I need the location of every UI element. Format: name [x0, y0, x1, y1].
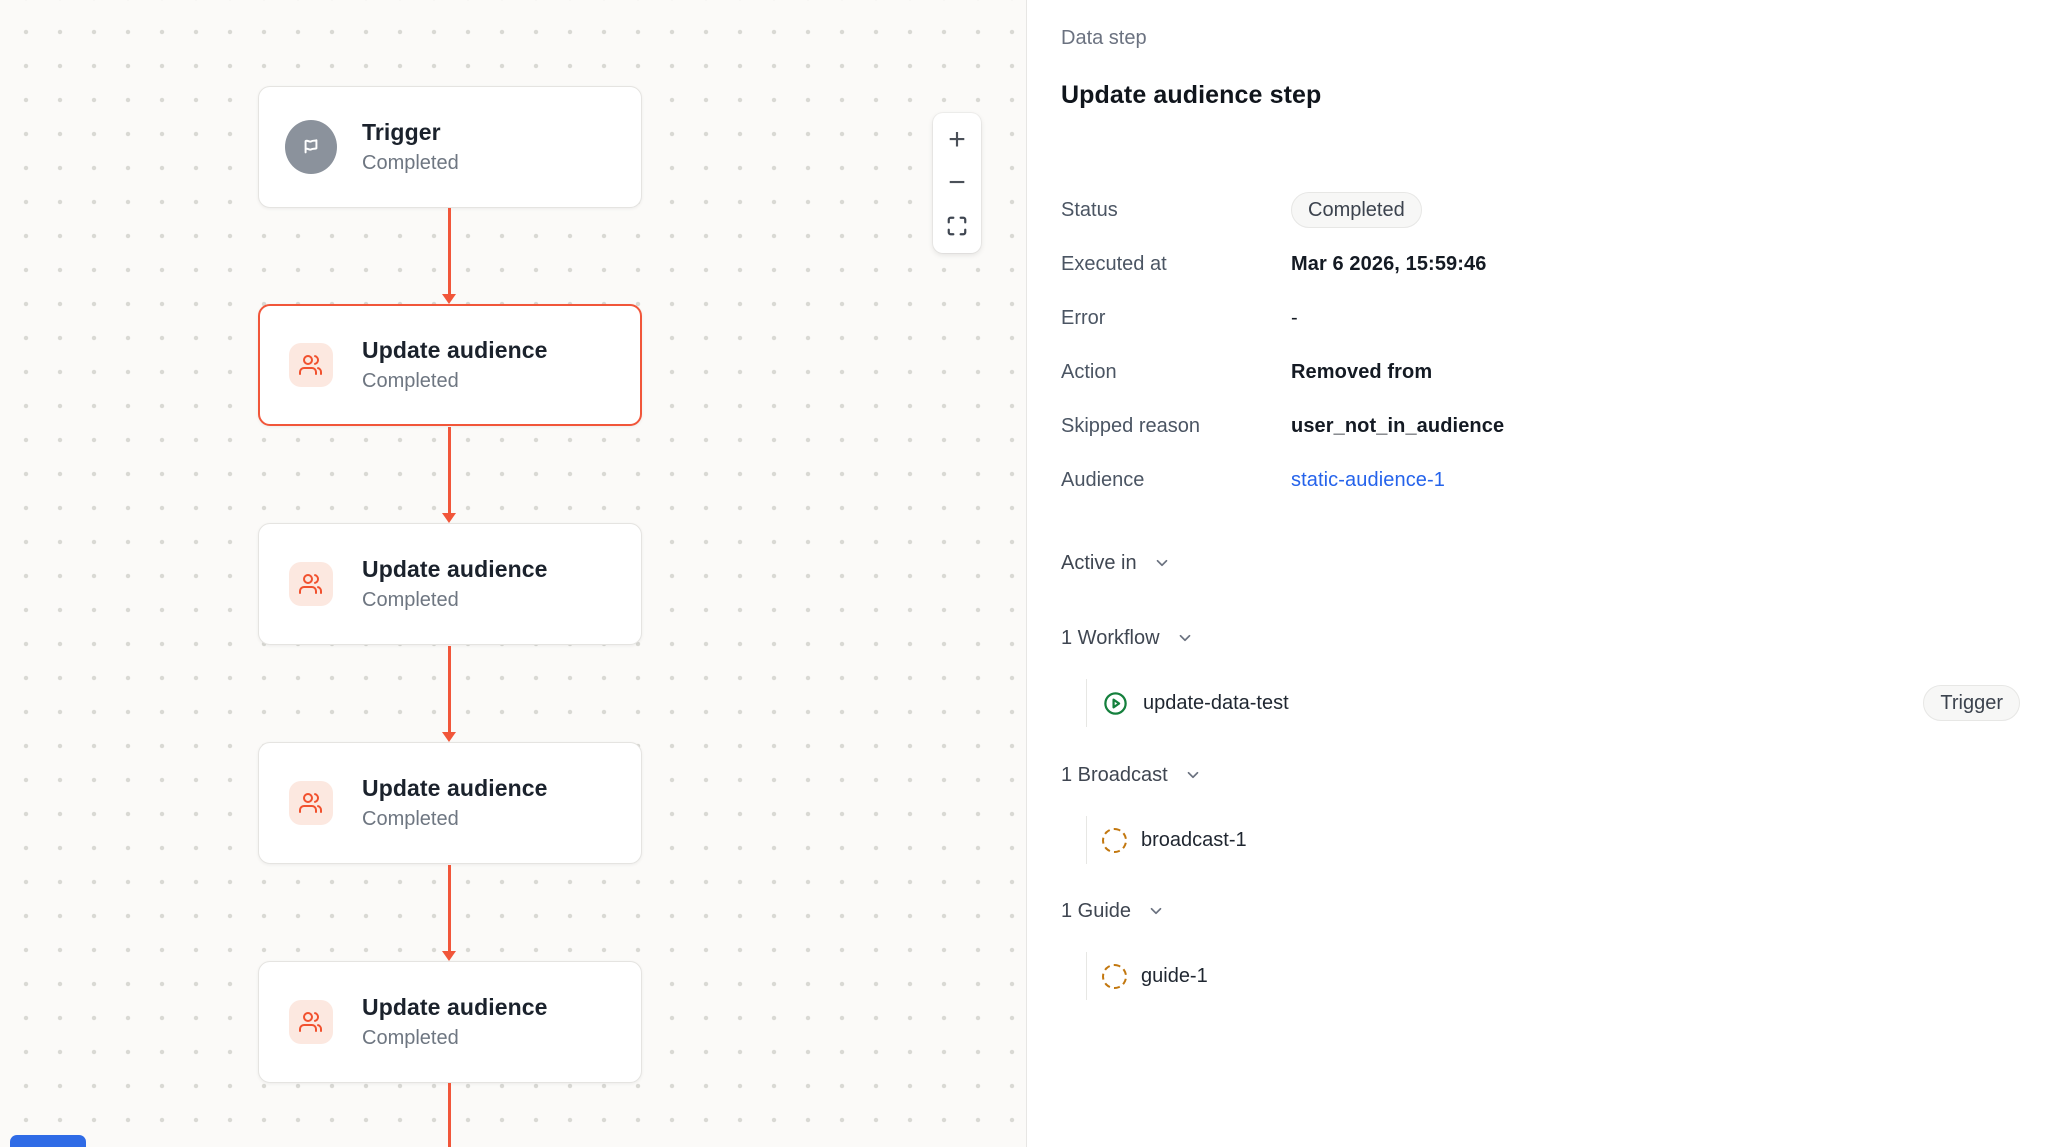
users-icon	[289, 1000, 333, 1044]
field-row-error: Error -	[1061, 300, 2020, 336]
broadcast-group-toggle[interactable]: 1 Broadcast	[1061, 760, 2020, 790]
workflow-group: 1 Workflow update-data-test Trigger	[1061, 623, 2020, 727]
flow-arrow	[442, 646, 456, 742]
audience-link[interactable]: static-audience-1	[1291, 468, 1446, 491]
zoom-out-button[interactable]: −	[937, 165, 977, 201]
field-row-skipped-reason: Skipped reason user_not_in_audience	[1061, 408, 2020, 444]
flow-arrow	[442, 865, 456, 961]
dashed-circle-icon	[1102, 827, 1127, 853]
field-label: Error	[1061, 306, 1106, 329]
field-label: Executed at	[1061, 252, 1167, 275]
node-text: Update audience Completed	[362, 335, 548, 395]
node-icon-box	[285, 558, 337, 610]
dashed-circle-icon	[1102, 963, 1127, 989]
node-update-audience-selected[interactable]: Update audience Completed	[258, 304, 642, 426]
field-row-status: Status Completed	[1061, 192, 2020, 228]
broadcast-item-name: broadcast-1	[1141, 828, 1247, 851]
status-badge: Completed	[1291, 192, 1422, 228]
guide-group: 1 Guide guide-1	[1061, 896, 2020, 1000]
node-title: Update audience	[362, 994, 548, 1020]
flow-arrow	[448, 1083, 451, 1147]
node-icon-box	[285, 339, 337, 391]
node-title: Trigger	[362, 119, 441, 145]
users-icon	[289, 343, 333, 387]
field-value: user_not_in_audience	[1291, 414, 1505, 437]
field-value: -	[1291, 306, 1298, 329]
active-in-label: Active in	[1061, 551, 1137, 574]
node-text: Update audience Completed	[362, 554, 548, 614]
broadcast-group-label: 1 Broadcast	[1061, 763, 1168, 786]
node-title: Update audience	[362, 337, 548, 363]
workflow-group-toggle[interactable]: 1 Workflow	[1061, 623, 2020, 653]
workflow-item-name: update-data-test	[1143, 691, 1289, 714]
node-text: Update audience Completed	[362, 992, 548, 1052]
field-row-action: Action Removed from	[1061, 354, 2020, 390]
plus-icon: +	[948, 123, 966, 157]
step-detail-panel: Data step Update audience step Status Co…	[1027, 0, 2048, 1147]
node-icon-box	[285, 777, 337, 829]
fit-view-button[interactable]	[937, 208, 977, 244]
zoom-in-button[interactable]: +	[937, 122, 977, 158]
guide-item-row[interactable]: guide-1	[1086, 952, 2020, 1000]
field-label: Action	[1061, 360, 1117, 383]
maximize-icon	[946, 215, 968, 237]
chevron-down-icon	[1176, 629, 1194, 647]
node-text: Trigger Completed	[362, 117, 459, 177]
active-in-toggle[interactable]: Active in	[1061, 548, 2020, 578]
guide-group-toggle[interactable]: 1 Guide	[1061, 896, 2020, 926]
broadcast-item-row[interactable]: broadcast-1	[1086, 816, 2020, 864]
node-title: Update audience	[362, 556, 548, 582]
field-label: Audience	[1061, 468, 1145, 491]
node-title: Update audience	[362, 775, 548, 801]
workflow-item-row[interactable]: update-data-test Trigger	[1086, 679, 2020, 727]
field-row-audience: Audience static-audience-1	[1061, 462, 2020, 498]
node-status: Completed	[362, 589, 459, 611]
field-list: Status Completed Executed at Mar 6 2026,…	[1061, 192, 2020, 498]
workflow-canvas[interactable]: Trigger Completed Update audience Comple…	[0, 0, 1027, 1147]
node-status: Completed	[362, 1027, 459, 1049]
page-title: Update audience step	[1061, 81, 1322, 109]
guide-item-name: guide-1	[1141, 964, 1208, 987]
node-update-audience-3[interactable]: Update audience Completed	[258, 742, 642, 864]
node-status: Completed	[362, 152, 459, 174]
users-icon	[289, 562, 333, 606]
node-trigger[interactable]: Trigger Completed	[258, 86, 642, 208]
field-value: Removed from	[1291, 360, 1433, 383]
minus-icon: −	[948, 165, 966, 199]
field-label: Status	[1061, 198, 1118, 221]
users-icon	[289, 781, 333, 825]
node-icon-box	[285, 996, 337, 1048]
flag-icon	[285, 120, 337, 174]
canvas-zoom-toolbar: + −	[933, 113, 981, 253]
chevron-down-icon	[1184, 766, 1202, 784]
chevron-down-icon	[1147, 902, 1165, 920]
play-circle-icon	[1102, 690, 1129, 717]
node-status: Completed	[362, 370, 459, 392]
field-value: Mar 6 2026, 15:59:46	[1291, 252, 1487, 275]
node-text: Update audience Completed	[362, 773, 548, 833]
node-update-audience-2[interactable]: Update audience Completed	[258, 523, 642, 645]
trigger-badge: Trigger	[1923, 685, 2020, 721]
flow-arrow	[442, 427, 456, 523]
bottom-left-widget[interactable]	[10, 1135, 86, 1147]
flow-arrow	[442, 208, 456, 304]
node-update-audience-4[interactable]: Update audience Completed	[258, 961, 642, 1083]
active-in-section: Active in 1 Workflow update-data-test T	[1061, 548, 2020, 1000]
chevron-down-icon	[1153, 554, 1171, 572]
broadcast-group: 1 Broadcast broadcast-1	[1061, 760, 2020, 864]
field-row-executed-at: Executed at Mar 6 2026, 15:59:46	[1061, 246, 2020, 282]
panel-eyebrow: Data step	[1061, 27, 1147, 49]
node-icon-box	[285, 120, 337, 174]
field-label: Skipped reason	[1061, 414, 1200, 437]
node-status: Completed	[362, 808, 459, 830]
workflow-group-label: 1 Workflow	[1061, 626, 1160, 649]
guide-group-label: 1 Guide	[1061, 899, 1132, 922]
